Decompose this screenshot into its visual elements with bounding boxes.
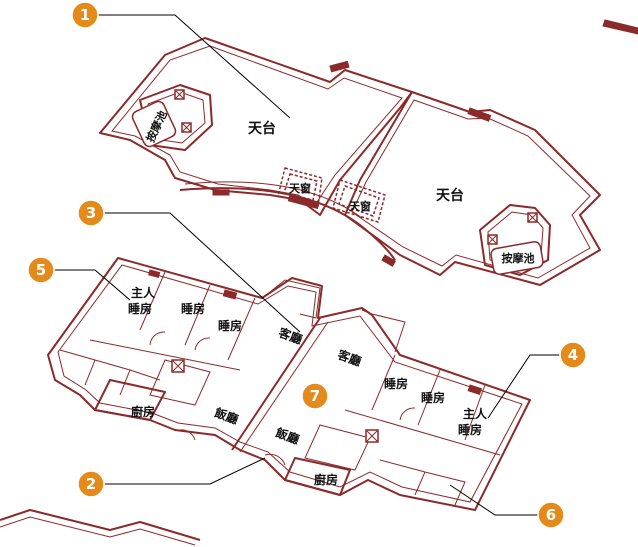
right-terrace-label: 天台 [436,187,464,204]
right-kitchen-label: 廚房 [314,472,338,487]
right-bedroom-divider-3 [464,384,486,441]
apartment-inner-wall [57,264,523,503]
right-jacuzzi-label: 按摩池 [502,251,535,265]
roof-wall-accent-5 [212,189,230,196]
marker-4-number: 4 [568,346,578,364]
door-arc-4 [264,453,286,466]
left-terrace-inner [111,45,403,206]
roof-front-edge [179,187,396,261]
marker-3: 3 [77,199,105,227]
left-jacuzzi [131,84,213,151]
marker-7: 7 [301,382,329,410]
right-terrace-wall [344,91,601,286]
apartment-level [0,257,531,546]
right-master-bedroom-label-1: 主人 [463,406,488,421]
right-bedroom-label-2: 睡房 [421,390,445,405]
left-bedroom-divider-1 [139,271,166,331]
leader-6 [449,484,538,516]
right-jacuzzi-frame [479,204,551,276]
roof-wall-accent-2 [467,107,492,122]
marker-1-number: 1 [80,6,90,24]
apt-wall-accent-1 [222,289,238,300]
marker-7-number: 7 [310,387,320,405]
left-dining-room-label: 飯廳 [212,404,241,427]
apt-wall-accent-3 [148,269,161,279]
skylight-right-inner [338,185,380,217]
left-bedroom-bottom [89,339,241,371]
right-bedroom-label-1: 睡房 [384,376,408,391]
right-dining-room-label: 飯廳 [273,424,302,447]
left-bedroom-divider-3 [227,297,256,361]
leader-5 [54,269,131,301]
right-bedroom-divider-1 [371,354,396,411]
door-arc-3 [399,407,416,421]
left-balcony [269,279,321,319]
skylight-left-frame [277,167,323,207]
right-master-bedroom-label-2: 睡房 [458,422,482,437]
leader-4 [487,354,560,419]
left-service-room [149,359,211,406]
roof-level: 按摩池 按摩池 天窗 天窗 天台 天台 [99,19,638,286]
left-bedroom-label-2: 睡房 [218,318,242,333]
left-kitchen [94,379,166,421]
leader-lines [54,14,560,516]
marker-3-number: 3 [86,204,96,222]
right-bathroom-walls [379,459,466,506]
door-arc-2 [194,337,211,351]
skylight-right-frame [332,179,386,223]
door-arc-5 [179,429,196,441]
fragment-bottom-left [0,509,201,541]
roof-wall-accent-4 [381,254,397,267]
apt-wall-accent-2 [467,384,483,396]
marker-4: 4 [559,341,587,369]
leader-2 [104,457,266,485]
right-service-room [304,424,371,471]
right-balcony [361,309,406,353]
fragment-bottom-left-inner [0,516,196,546]
right-bedroom-bottom [344,409,501,456]
marker-2: 2 [77,470,105,498]
left-master-bedroom-label-2: 睡房 [128,301,152,316]
central-wall-inner [239,321,329,453]
roof-front-edge-inner [184,181,363,219]
door-arc-1 [149,331,166,346]
skylight-left-inner [283,173,318,201]
right-terrace-inner [351,99,591,279]
leader-1 [98,14,291,119]
marker-2-number: 2 [86,475,96,493]
marker-1: 1 [71,1,99,29]
left-jacuzzi-pump-2-cross [181,122,192,133]
roof-wall-accent-1 [329,60,350,73]
skylight-left-label: 天窗 [289,181,311,195]
corner-fragment-top-right [602,19,638,35]
skylight-left [277,167,323,207]
left-kitchen-label: 廚房 [131,404,155,419]
marker-6-number: 6 [546,506,556,524]
skylight-right-label: 天窗 [349,199,371,213]
left-master-bedroom-label-1: 主人 [131,285,156,300]
skylight-right [332,179,386,223]
right-jacuzzi-pump-cross [487,234,498,245]
central-wall [231,317,321,451]
leader-3 [104,212,301,333]
left-terrace-label: 天台 [248,120,276,137]
right-living-room-label: 客廳 [335,346,364,369]
marker-5-number: 5 [36,261,46,279]
right-bedroom-divider-2 [417,369,441,426]
left-bedroom-divider-2 [184,284,211,346]
right-kitchen [284,457,351,496]
left-living-room-label: 客廳 [276,324,305,347]
left-bedroom-label-1: 睡房 [181,301,205,316]
left-duct-cross [171,359,185,373]
right-jacuzzi [479,204,551,276]
marker-5: 5 [27,256,55,284]
marker-6: 6 [537,501,565,529]
right-jacuzzi-tub [490,241,544,275]
left-jacuzzi-tub [131,100,177,148]
right-duct-cross [365,429,379,443]
left-bathroom-walls [59,349,161,396]
left-jacuzzi-pump-cross [174,89,185,100]
right-jacuzzi-pump-2-cross [527,212,538,223]
